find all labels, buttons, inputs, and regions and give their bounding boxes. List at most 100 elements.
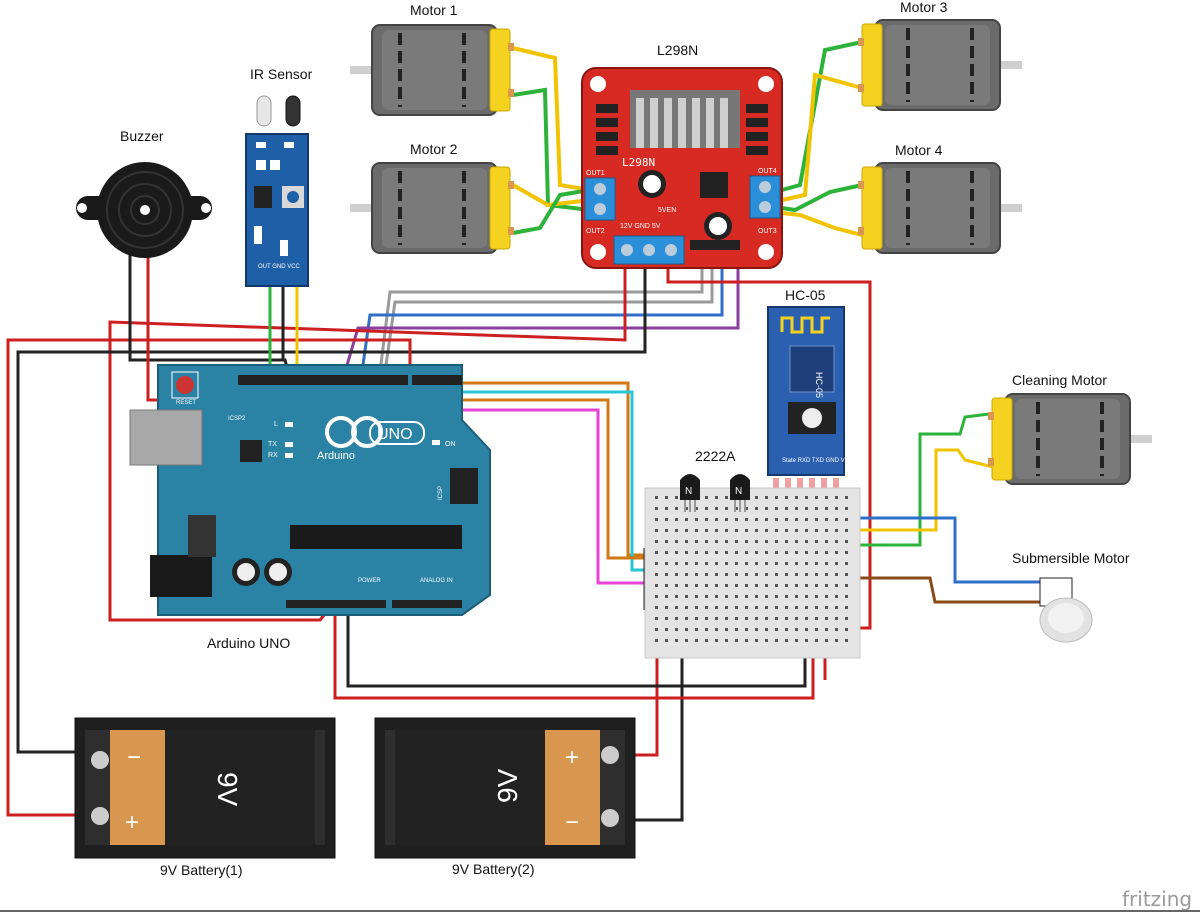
label-ir-sensor: IR Sensor [250,66,313,82]
breadboard-hole [715,639,718,642]
breadboard-hole [825,496,828,499]
breadboard-hole [675,639,678,642]
breadboard-hole [725,628,728,631]
breadboard-hole [695,518,698,521]
breadboard-hole [695,584,698,587]
breadboard-hole [825,507,828,510]
breadboard-hole [735,584,738,587]
breadboard-hole [655,540,658,543]
breadboard-hole [775,540,778,543]
l298n-board: OUT1 OUT2 OUT3 OUT4 12V GND 5V 5VEN L298… [581,67,783,269]
breadboard-hole [765,617,768,620]
breadboard-hole [685,562,688,565]
breadboard-hole [845,617,848,620]
breadboard-hole [655,628,658,631]
breadboard-hole [695,551,698,554]
breadboard-hole [745,639,748,642]
breadboard-hole [785,639,788,642]
wire-motor3-green [781,40,863,192]
breadboard-hole [835,518,838,521]
breadboard-hole [675,562,678,565]
breadboard-hole [835,507,838,510]
breadboard-hole [685,573,688,576]
label-battery-1: 9V Battery(1) [160,862,242,878]
breadboard-hole [695,639,698,642]
breadboard-hole [815,639,818,642]
breadboard-hole [765,595,768,598]
breadboard-hole [845,551,848,554]
breadboard-hole [795,551,798,554]
battery2-plus: + [565,744,579,771]
breadboard-hole [785,562,788,565]
breadboard-hole [775,551,778,554]
wire-motor2-yellow [512,183,591,208]
l298n-out2-label: OUT2 [586,228,605,235]
arduino-uno-text: UNO [377,426,413,443]
breadboard-hole [655,551,658,554]
breadboard-hole [665,584,668,587]
breadboard-hole [755,507,758,510]
breadboard-hole [765,540,768,543]
breadboard-hole [695,529,698,532]
breadboard-hole [665,595,668,598]
breadboard-hole [655,606,658,609]
breadboard-hole [745,507,748,510]
battery2-minus: − [565,809,579,836]
ir-pins-label: OUT GND VCC [258,264,301,270]
l298n-power-pins-label: 12V GND 5V [620,223,661,230]
breadboard-hole [715,617,718,620]
breadboard-hole [735,540,738,543]
transistor-1: N [680,474,700,512]
breadboard-hole [725,639,728,642]
label-hc05: HC-05 [785,287,826,303]
wire-l298n-12v-red [108,255,627,622]
breadboard-hole [715,595,718,598]
breadboard-hole [705,573,708,576]
breadboard-hole [765,496,768,499]
wire-motor4-yellow [781,211,863,237]
breadboard-hole [755,617,758,620]
breadboard-hole [735,628,738,631]
breadboard-hole [795,584,798,587]
breadboard-hole [675,573,678,576]
breadboard-hole [795,606,798,609]
breadboard-hole [825,595,828,598]
breadboard-hole [785,529,788,532]
breadboard-hole [795,540,798,543]
breadboard-hole [655,507,658,510]
breadboard-hole [715,551,718,554]
breadboard-hole [805,628,808,631]
breadboard-hole [665,529,668,532]
breadboard-hole [755,551,758,554]
breadboard-hole [675,540,678,543]
breadboard-hole [665,518,668,521]
breadboard-hole [795,628,798,631]
breadboard-hole [725,529,728,532]
wire-in-purple [343,255,740,373]
breadboard-hole [765,562,768,565]
wire-cleaning-green [680,411,998,547]
breadboard-hole [815,562,818,565]
breadboard-hole [665,617,668,620]
breadboard-hole [745,540,748,543]
breadboard-hole [825,639,828,642]
breadboard-hole [655,573,658,576]
breadboard-hole [715,628,718,631]
breadboard-hole [815,540,818,543]
breadboard-hole [805,507,808,510]
breadboard-hole [725,540,728,543]
arduino-icsp2-label: ICSP2 [228,416,246,422]
breadboard-hole [765,518,768,521]
breadboard-hole [825,573,828,576]
breadboard-hole [805,562,808,565]
breadboard-hole [735,595,738,598]
buzzer [76,162,212,258]
breadboard-hole [665,551,668,554]
breadboard-hole [705,540,708,543]
breadboard-hole [655,529,658,532]
breadboard-hole [655,617,658,620]
breadboard-hole [675,617,678,620]
breadboard-hole [735,639,738,642]
breadboard-hole [725,496,728,499]
breadboard-hole [835,617,838,620]
